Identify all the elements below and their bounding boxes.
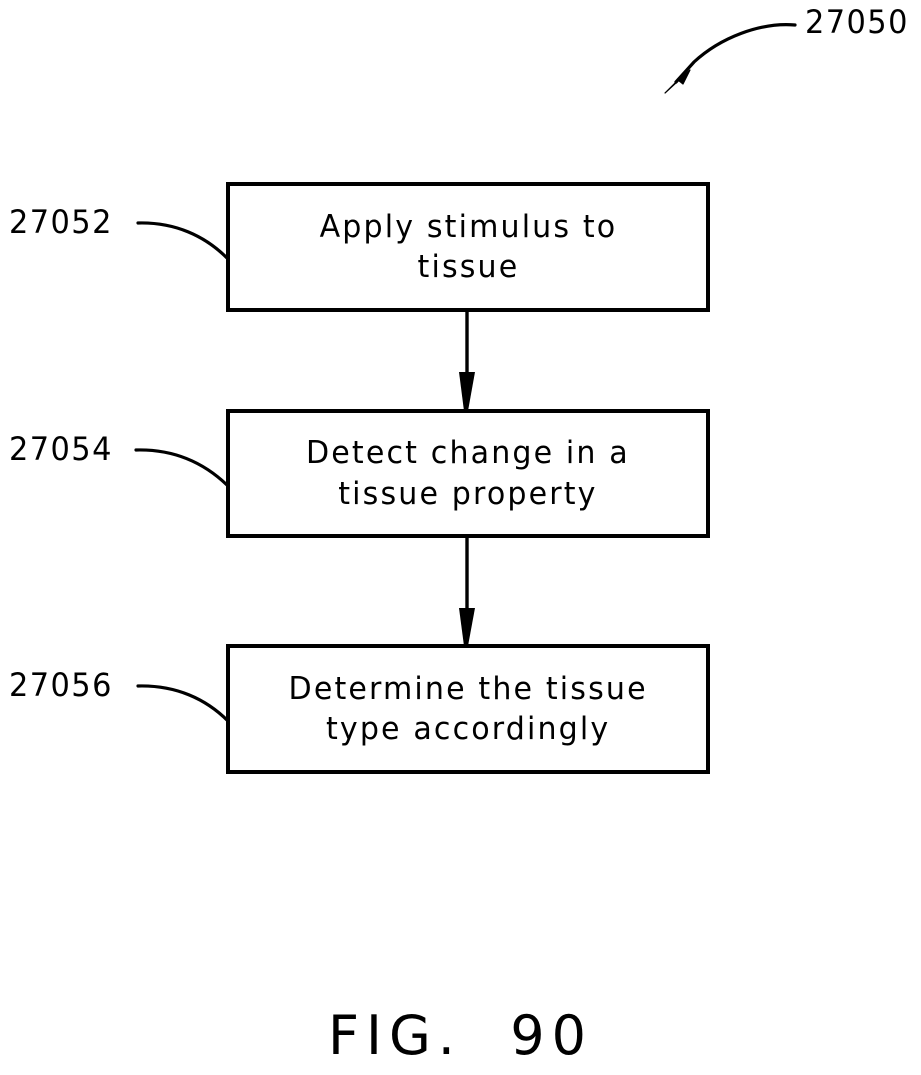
leader-line-27056 — [136, 684, 230, 723]
step-box-1-label: Apply stimulus to tissue — [319, 208, 617, 285]
step-box-1: Apply stimulus to tissue — [228, 184, 708, 310]
leader-line-27054 — [134, 448, 229, 487]
step-box-3-label: Determine the tissue type accordingly — [288, 670, 648, 747]
reference-numeral-27054: 27054 — [9, 430, 113, 468]
step-box-3: Determine the tissue type accordingly — [228, 646, 708, 772]
leader-line-27052 — [136, 221, 229, 260]
figure-caption: FIG. 90 — [327, 1004, 594, 1067]
step-box-2: Detect change in a tissue property — [228, 411, 708, 536]
overall-ref-leader — [664, 23, 797, 94]
reference-numeral-27056: 27056 — [9, 666, 113, 704]
reference-numeral-27050: 27050 — [805, 3, 909, 41]
connector-arrow-1 — [459, 310, 475, 411]
step-box-2-label: Detect change in a tissue property — [306, 435, 630, 512]
reference-numeral-27052: 27052 — [9, 203, 113, 241]
connector-arrow-2 — [459, 536, 475, 646]
